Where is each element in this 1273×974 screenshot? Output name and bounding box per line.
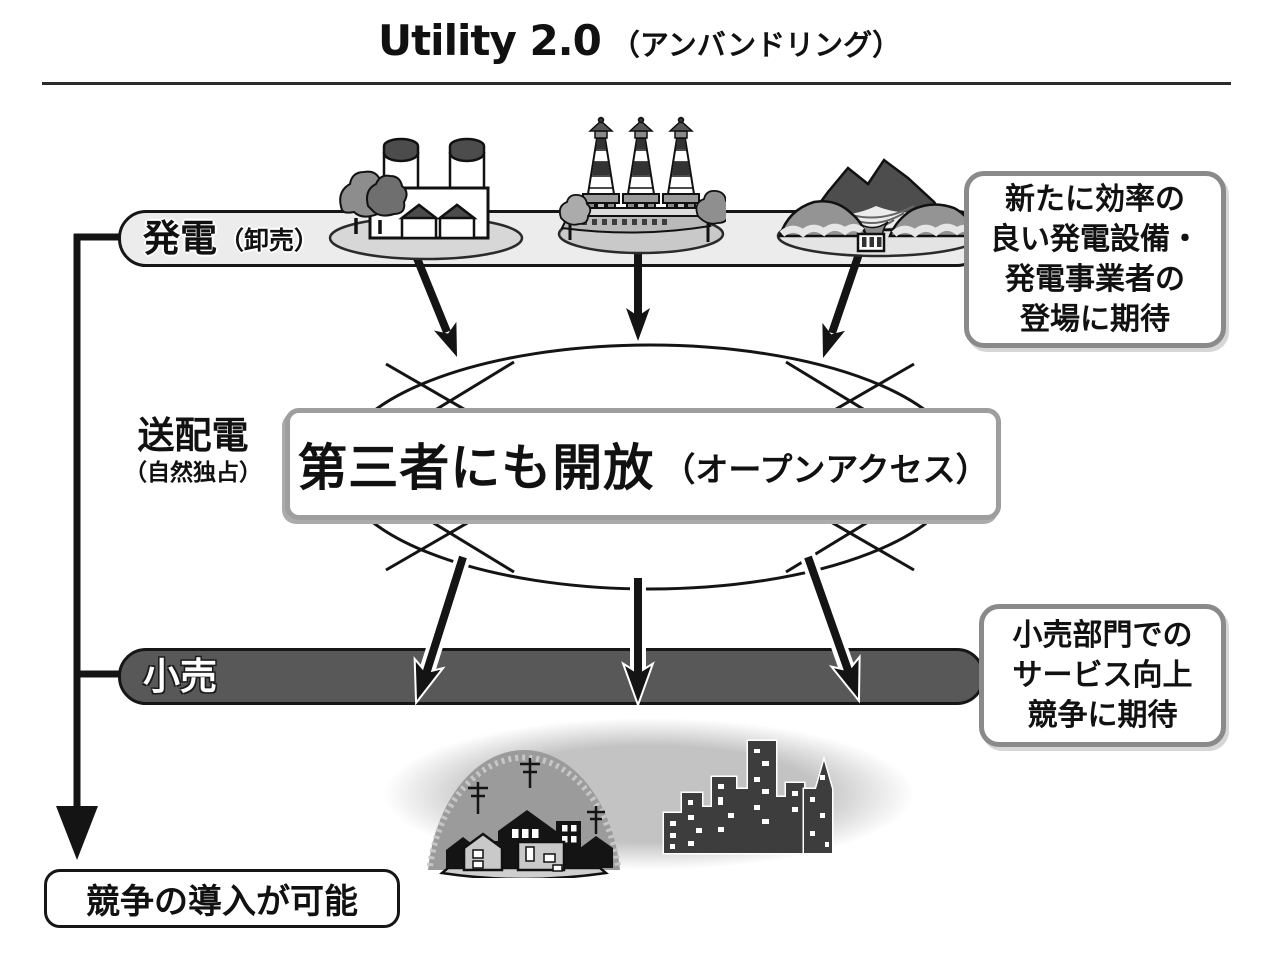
page-title: Utility 2.0 （アンバンドリング） bbox=[378, 16, 901, 65]
left-flow-rail bbox=[73, 233, 120, 810]
retail-callout-line: 競争に期待 bbox=[1027, 697, 1178, 733]
retail-layer-band: 小売 bbox=[118, 648, 985, 705]
conclusion-label: 競争の導入が可能 bbox=[86, 882, 358, 922]
generation-callout: 新たに効率の 良い発電設備・ 発電事業者の 登場に期待 bbox=[964, 171, 1226, 348]
open-access-note-text: （オープンアクセス） bbox=[662, 450, 989, 489]
title-underline bbox=[42, 82, 1231, 85]
generation-callout-line: 良い発電設備・ bbox=[990, 221, 1200, 257]
residential-town-illustration bbox=[424, 726, 624, 878]
retail-callout-line: サービス向上 bbox=[1012, 657, 1193, 693]
generation-callout-line: 登場に期待 bbox=[1020, 301, 1170, 337]
down-arrowhead-icon bbox=[56, 806, 98, 860]
generation-callout-line: 新たに効率の bbox=[1005, 181, 1185, 217]
conclusion-box: 競争の導入が可能 bbox=[44, 869, 400, 928]
hydro-dam-mountain-illustration bbox=[772, 144, 986, 258]
generation-label: 発電 bbox=[143, 217, 217, 260]
retail-label: 小売 bbox=[143, 655, 217, 698]
power-station-towers-illustration bbox=[556, 114, 726, 256]
open-access-box: 第三者にも開放 （オープンアクセス） bbox=[285, 408, 1001, 520]
transmission-label: 送配電 bbox=[137, 414, 249, 457]
retail-callout-line: 小売部門での bbox=[1012, 617, 1193, 653]
title-sub: （アンバンドリング） bbox=[610, 28, 902, 62]
generation-note: （卸売） bbox=[219, 225, 320, 255]
city-skyline-illustration bbox=[658, 727, 840, 857]
generation-callout-line: 発電事業者の bbox=[1005, 261, 1185, 297]
open-access-main-text: 第三者にも開放 bbox=[297, 439, 655, 497]
transmission-label-block: 送配電 （自然独占） bbox=[112, 414, 274, 488]
transmission-note: （自然独占） bbox=[124, 460, 262, 486]
thermal-power-plant-illustration bbox=[326, 134, 526, 262]
retail-callout: 小売部門での サービス向上 競争に期待 bbox=[979, 604, 1226, 747]
title-main: Utility 2.0 bbox=[378, 16, 602, 65]
